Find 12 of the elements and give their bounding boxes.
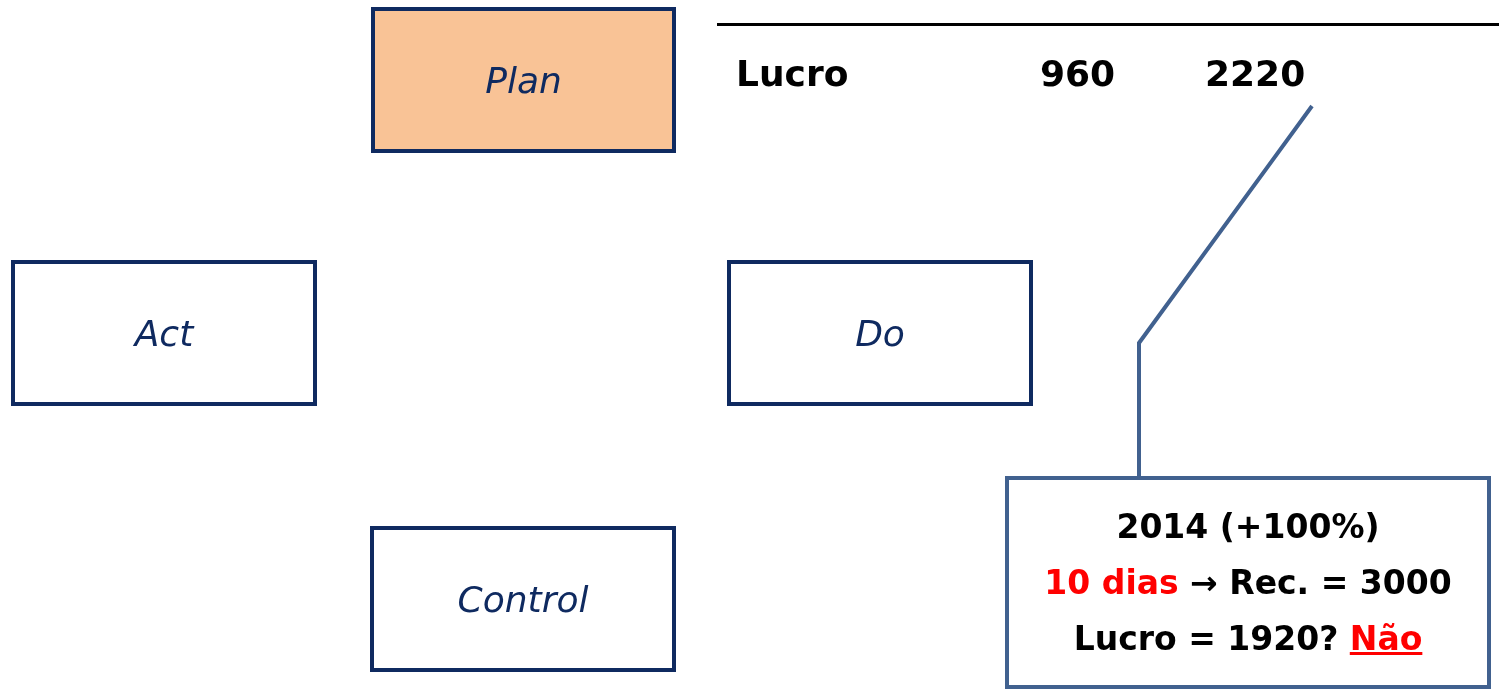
leader-line (1137, 104, 1314, 476)
table-cell: 2220 (1205, 40, 1306, 106)
callout-text: 10 dias → Rec. = 3000 (1044, 561, 1452, 604)
callout-box (1005, 476, 1491, 689)
process-box: Control (370, 526, 676, 672)
process-box: Act (11, 260, 317, 406)
table-cell-text: Lucro (736, 51, 849, 96)
callout-text: 2014 (+100%) (1116, 505, 1380, 548)
process-box: Do (727, 260, 1033, 406)
callout-text: Lucro = 1920? Não (1073, 617, 1423, 660)
table-cell-text: 960 (1040, 51, 1116, 96)
process-box: Plan (371, 7, 676, 153)
